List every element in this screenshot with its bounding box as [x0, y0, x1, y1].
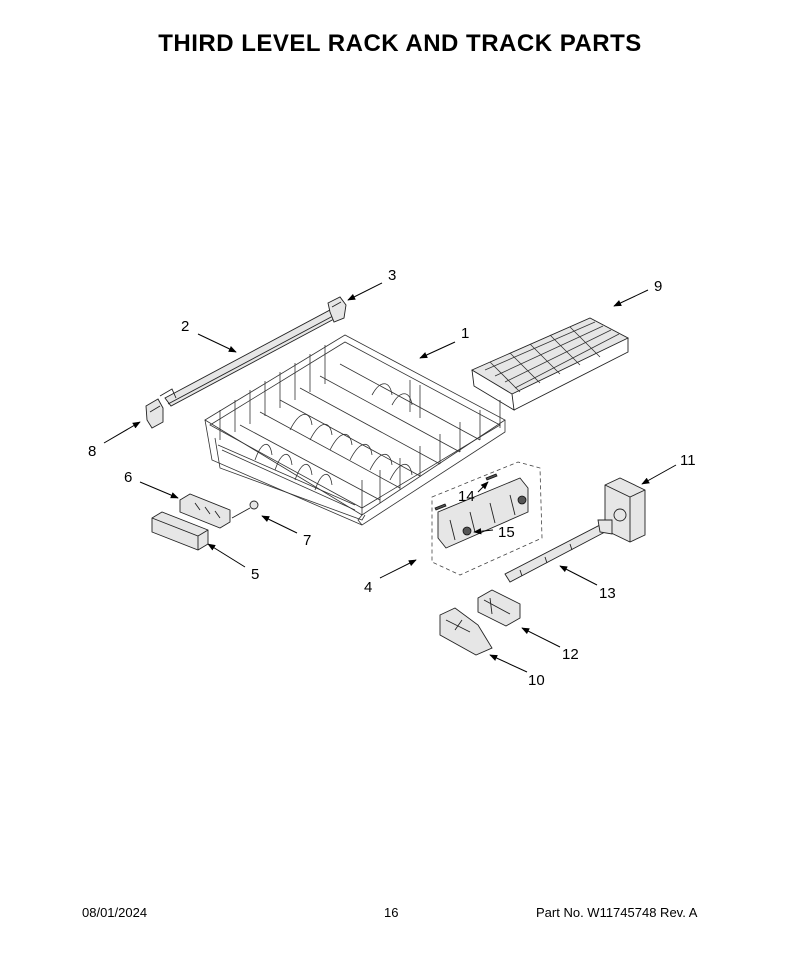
leader-5 — [207, 543, 246, 568]
callout-6: 6 — [124, 469, 132, 486]
part-12-bracket — [477, 589, 521, 627]
callout-10: 10 — [528, 672, 545, 689]
leader-9 — [613, 289, 649, 307]
footer-part-number: Part No. W11745748 Rev. A — [536, 905, 698, 920]
callout-7: 7 — [303, 532, 311, 549]
callout-15: 15 — [498, 524, 515, 541]
callout-4: 4 — [364, 579, 372, 596]
part-4-track-carrier — [437, 477, 529, 549]
leader-15 — [473, 528, 494, 535]
leader-13 — [559, 565, 598, 586]
part-4-assembly-outline — [431, 461, 543, 576]
callout-5: 5 — [251, 566, 259, 583]
part-8-track-end-cap — [145, 398, 164, 429]
leader-10 — [489, 654, 528, 673]
footer-date: 08/01/2024 — [82, 905, 148, 920]
leader-1 — [419, 341, 456, 359]
leader-12 — [521, 627, 561, 648]
page-title: THIRD LEVEL RACK AND TRACK PARTS — [158, 30, 642, 57]
part-10-bracket — [439, 607, 493, 656]
callout-12: 12 — [562, 646, 579, 663]
part-6-adjuster-bracket — [179, 493, 231, 529]
leader-lines — [103, 282, 677, 673]
callout-14: 14 — [458, 488, 475, 505]
part-15-wheel — [462, 495, 527, 536]
leader-6 — [139, 481, 179, 499]
callout-9: 9 — [654, 278, 662, 295]
leader-7 — [261, 515, 298, 534]
footer-page-number: 16 — [384, 905, 399, 920]
part-3-track-end-cap — [327, 296, 347, 323]
callout-1: 1 — [461, 325, 469, 342]
callout-2: 2 — [181, 318, 189, 335]
callout-8: 8 — [88, 443, 96, 460]
leader-3 — [347, 282, 383, 301]
part-9-cutlery-tray — [471, 317, 629, 411]
leader-14 — [477, 481, 489, 493]
callout-13: 13 — [599, 585, 616, 602]
leader-4 — [379, 559, 417, 579]
part-14-screw — [434, 473, 498, 511]
leader-2 — [197, 333, 237, 353]
part-1-wire-rack — [204, 334, 506, 526]
leader-8 — [103, 421, 141, 444]
callout-11: 11 — [680, 452, 696, 469]
part-7-screw — [231, 500, 259, 519]
callout-3: 3 — [388, 267, 396, 284]
callout-labels: 1 2 3 4 5 6 7 8 9 10 11 12 13 14 15 — [88, 267, 696, 689]
leader-11 — [641, 464, 677, 485]
part-13-spray-tube — [504, 519, 613, 583]
